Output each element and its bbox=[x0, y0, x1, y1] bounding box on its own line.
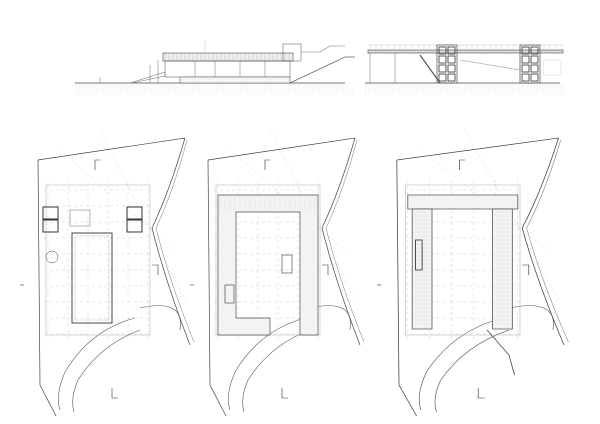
structural-frame bbox=[436, 44, 458, 84]
service-room bbox=[126, 219, 143, 233]
frame-cell bbox=[521, 55, 530, 64]
site-boundary-left bbox=[37, 159, 57, 417]
service-room bbox=[42, 219, 59, 233]
plan-bars bbox=[377, 129, 569, 417]
upper-floor bbox=[164, 60, 291, 78]
section-drawing-1 bbox=[75, 40, 355, 95]
ramp-lower bbox=[129, 71, 166, 84]
locker-room bbox=[69, 209, 91, 227]
roof-slab bbox=[162, 52, 294, 62]
service-room bbox=[42, 206, 59, 220]
pool bbox=[71, 232, 113, 324]
canopy-curve bbox=[459, 59, 521, 71]
walkway-outer bbox=[58, 317, 136, 411]
path-curve bbox=[508, 305, 554, 331]
section-marker bbox=[111, 388, 118, 399]
frame-cell bbox=[447, 73, 456, 82]
frame-cell bbox=[530, 73, 539, 82]
frame-cell bbox=[438, 46, 447, 55]
path-curve bbox=[139, 305, 181, 331]
walkway-outer bbox=[418, 317, 504, 411]
frame-cell bbox=[530, 64, 539, 73]
walkway-inner bbox=[434, 329, 510, 413]
walkway-outer bbox=[228, 317, 306, 411]
round-room bbox=[45, 250, 59, 264]
site-boundary-inner bbox=[325, 139, 365, 343]
section-drawing-2 bbox=[365, 44, 565, 95]
walkway-inner bbox=[72, 329, 141, 413]
plan-ring bbox=[190, 129, 365, 417]
pool-inner bbox=[74, 235, 110, 321]
frame-cell bbox=[447, 55, 456, 64]
section-marker bbox=[152, 264, 159, 275]
frame-cell bbox=[521, 73, 530, 82]
bridge-bar bbox=[407, 194, 519, 210]
terrain-slope bbox=[289, 56, 355, 84]
frame-cell bbox=[438, 73, 447, 82]
stair bbox=[224, 284, 235, 304]
section-marker bbox=[477, 388, 485, 399]
plan-pool bbox=[20, 129, 195, 417]
frame-cell bbox=[530, 55, 539, 64]
diagonal-stair bbox=[419, 54, 441, 84]
building-outline bbox=[405, 184, 521, 336]
section-marker bbox=[459, 159, 466, 170]
site-boundary bbox=[396, 137, 565, 346]
frame-cell bbox=[438, 55, 447, 64]
stair bbox=[415, 239, 423, 271]
reference-line bbox=[59, 149, 176, 251]
stair-tower bbox=[282, 43, 302, 62]
section-marker bbox=[522, 264, 530, 275]
site-boundary bbox=[207, 137, 361, 346]
site-boundary bbox=[37, 137, 191, 346]
walkway-inner bbox=[242, 329, 311, 413]
section-marker bbox=[281, 388, 288, 399]
frame-cell bbox=[530, 46, 539, 55]
section-marker bbox=[94, 159, 100, 170]
site-boundary-left bbox=[396, 159, 417, 417]
site-boundary-inner bbox=[526, 139, 569, 343]
annotation-block bbox=[542, 59, 562, 76]
service-room bbox=[126, 206, 143, 220]
bar-right bbox=[492, 208, 513, 330]
section-marker bbox=[264, 159, 270, 170]
frame-cell bbox=[447, 46, 456, 55]
ring-floor bbox=[217, 194, 319, 336]
frame-cell bbox=[521, 46, 530, 55]
structural-frame bbox=[519, 44, 541, 84]
site-boundary-inner bbox=[155, 139, 195, 343]
building-outline bbox=[45, 184, 151, 336]
floor-plans bbox=[20, 129, 569, 417]
lower-floor bbox=[179, 76, 291, 84]
frame-cell bbox=[447, 64, 456, 73]
ramp bbox=[486, 329, 515, 376]
roof-slab bbox=[367, 49, 564, 54]
section-marker bbox=[322, 264, 329, 275]
frame-cell bbox=[521, 64, 530, 73]
frame-cell bbox=[438, 64, 447, 73]
ramp-upper bbox=[301, 45, 345, 53]
site-boundary-left bbox=[207, 159, 227, 417]
stair bbox=[281, 254, 293, 274]
